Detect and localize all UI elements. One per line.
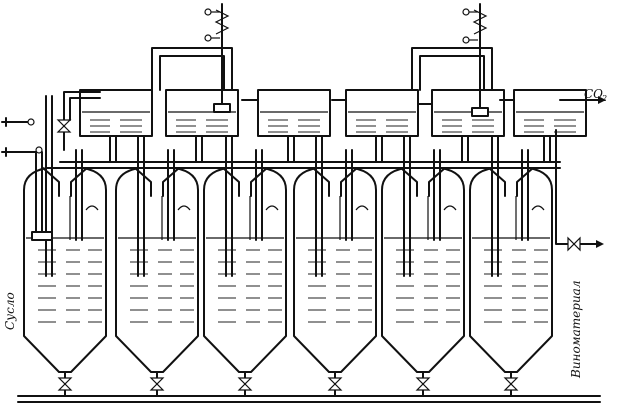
- header-vessel: [513, 89, 587, 163]
- fermentation-tank: [115, 95, 199, 397]
- inlet-pipes: [1, 117, 72, 241]
- thermometer-right: [462, 3, 489, 117]
- tank-shell: [381, 167, 465, 373]
- labels: CO 2 Сусло Виноматериал: [3, 87, 607, 379]
- drain-pipe: [17, 395, 601, 403]
- header-vessels: [79, 89, 587, 163]
- drain-valve: [237, 377, 253, 391]
- drain-valve: [57, 377, 73, 391]
- co2-label: CO: [584, 87, 603, 101]
- fermentation-tank: [203, 95, 287, 397]
- outlet-label: Виноматериал: [569, 281, 583, 379]
- fermentation-tank: [23, 95, 107, 397]
- inlet-label: Сусло: [3, 292, 17, 330]
- header-vessel: [257, 89, 331, 163]
- header-vessel: [165, 89, 239, 163]
- drain-valve: [503, 377, 519, 391]
- header-vessel: [431, 89, 505, 163]
- fermentation-tank: [293, 95, 377, 397]
- header-vessel: [345, 89, 419, 163]
- transfer-pipes: [63, 47, 515, 121]
- fermentation-tank: [469, 95, 553, 397]
- tank-shell: [469, 167, 553, 373]
- co2-outlet: [559, 96, 606, 104]
- outlet-pipe: [555, 129, 604, 252]
- fermentation-tank: [381, 95, 465, 397]
- drain-valve: [415, 377, 431, 391]
- header-vessel: [79, 89, 153, 163]
- drain-valve: [149, 377, 165, 391]
- thermometer-left: [204, 3, 231, 113]
- liquid-hatching: [396, 249, 460, 323]
- tank-shell: [203, 167, 287, 373]
- drain-valve: [327, 377, 343, 391]
- tank-shell: [115, 167, 199, 373]
- tank-shell: [293, 167, 377, 373]
- co2-subscript: 2: [601, 94, 607, 103]
